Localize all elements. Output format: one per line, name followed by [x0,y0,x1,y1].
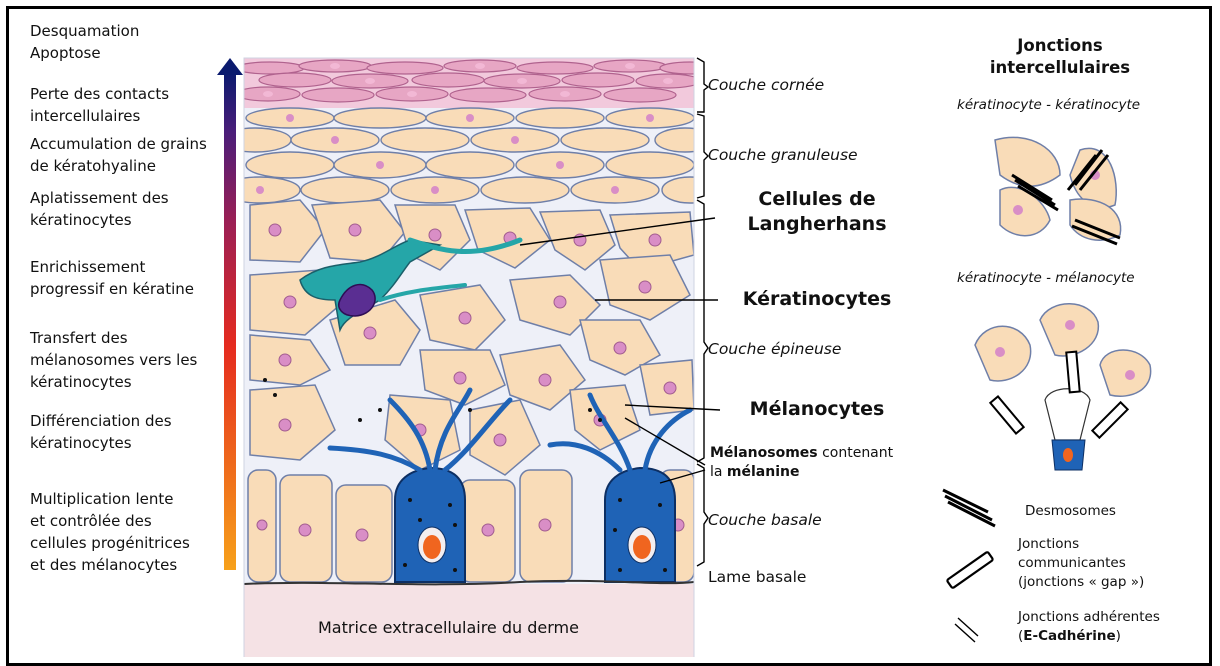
outer-frame [6,6,1212,666]
